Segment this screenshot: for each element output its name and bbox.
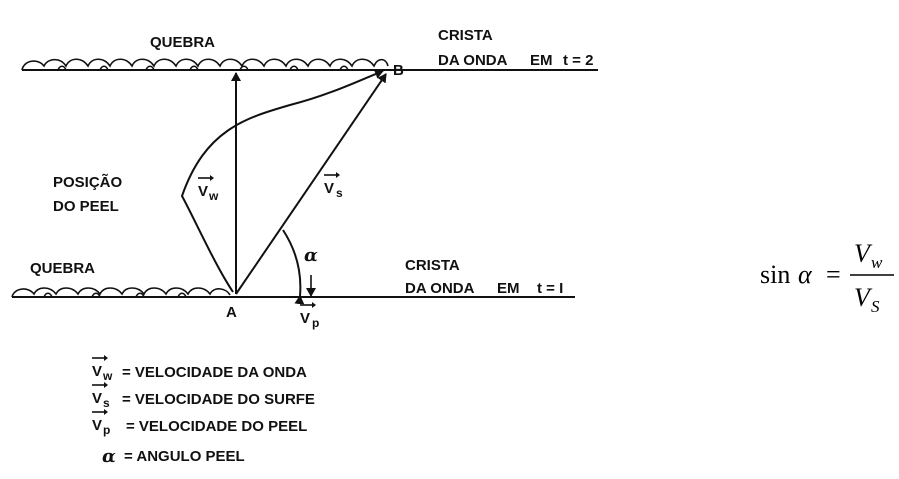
svg-text:V: V bbox=[92, 417, 102, 434]
top-foam-curls bbox=[57, 65, 349, 71]
svg-text:s: s bbox=[336, 186, 343, 200]
vp-label: V p bbox=[300, 302, 319, 330]
bottom-crest-line2: DA ONDA bbox=[405, 280, 475, 297]
top-crest-line1: CRISTA bbox=[438, 27, 493, 44]
bottom-breaking-foam bbox=[11, 287, 231, 298]
svg-text:V: V bbox=[300, 310, 310, 327]
top-wave-crest bbox=[21, 58, 598, 71]
vs-vector-arrow bbox=[235, 73, 387, 295]
svg-text:V: V bbox=[92, 390, 102, 407]
svg-text:p: p bbox=[312, 316, 319, 330]
svg-text:V: V bbox=[324, 180, 334, 197]
top-crest-line2: DA ONDA bbox=[438, 52, 508, 69]
svg-text:s: s bbox=[103, 396, 110, 410]
top-break-label: QUEBRA bbox=[150, 34, 215, 51]
svg-text:w: w bbox=[102, 369, 113, 383]
peel-position-curve bbox=[180, 69, 384, 293]
svg-text:p: p bbox=[103, 423, 110, 437]
svg-text:V: V bbox=[92, 363, 102, 380]
formula-alpha: α bbox=[798, 260, 813, 289]
peel-angle-formula: sin α = V w V S bbox=[760, 239, 894, 316]
svg-text:= ANGULO PEEL: = ANGULO PEEL bbox=[124, 448, 245, 465]
formula-denominator: V bbox=[854, 283, 873, 312]
formula-equals: = bbox=[826, 260, 841, 289]
legend-item-alpha: α = ANGULO PEEL bbox=[102, 446, 245, 467]
point-b-label: B bbox=[393, 62, 404, 79]
top-time-label: t = 2 bbox=[563, 52, 593, 69]
peel-position-line2: DO PEEL bbox=[53, 198, 119, 215]
formula-sin: sin bbox=[760, 260, 790, 289]
formula-denominator-sub: S bbox=[871, 297, 880, 316]
svg-text:= VELOCIDADE DA ONDA: = VELOCIDADE DA ONDA bbox=[122, 364, 307, 381]
vs-label: V s bbox=[324, 172, 343, 200]
bottom-crest-line1: CRISTA bbox=[405, 257, 460, 274]
legend-item-vp: V p = VELOCIDADE DO PEEL bbox=[92, 409, 307, 437]
bottom-crest-at: EM bbox=[497, 280, 520, 297]
peel-position-line1: POSIÇÃO bbox=[53, 173, 123, 191]
legend-item-vw: V w = VELOCIDADE DA ONDA bbox=[92, 355, 307, 383]
top-breaking-foam bbox=[21, 58, 389, 71]
point-a-label: A bbox=[226, 304, 237, 321]
svg-text:w: w bbox=[208, 189, 219, 203]
alpha-label: α bbox=[304, 245, 318, 266]
bottom-break-label: QUEBRA bbox=[30, 260, 95, 277]
svg-text:α: α bbox=[102, 446, 116, 467]
formula-numerator-sub: w bbox=[871, 253, 883, 272]
svg-text:= VELOCIDADE DO SURFE: = VELOCIDADE DO SURFE bbox=[122, 391, 315, 408]
vw-label: V w bbox=[198, 175, 219, 203]
top-crest-at: EM bbox=[530, 52, 553, 69]
alpha-arc bbox=[282, 229, 305, 305]
formula-numerator: V bbox=[854, 239, 873, 268]
legend: V w = VELOCIDADE DA ONDA V s = VELOCIDAD… bbox=[92, 355, 315, 467]
bottom-time-label: t = I bbox=[537, 280, 563, 297]
bottom-wave-crest bbox=[11, 287, 575, 298]
svg-text:V: V bbox=[198, 183, 208, 200]
bottom-foam-curls bbox=[43, 292, 187, 298]
legend-item-vs: V s = VELOCIDADE DO SURFE bbox=[92, 382, 315, 410]
svg-text:= VELOCIDADE DO PEEL: = VELOCIDADE DO PEEL bbox=[126, 418, 307, 435]
